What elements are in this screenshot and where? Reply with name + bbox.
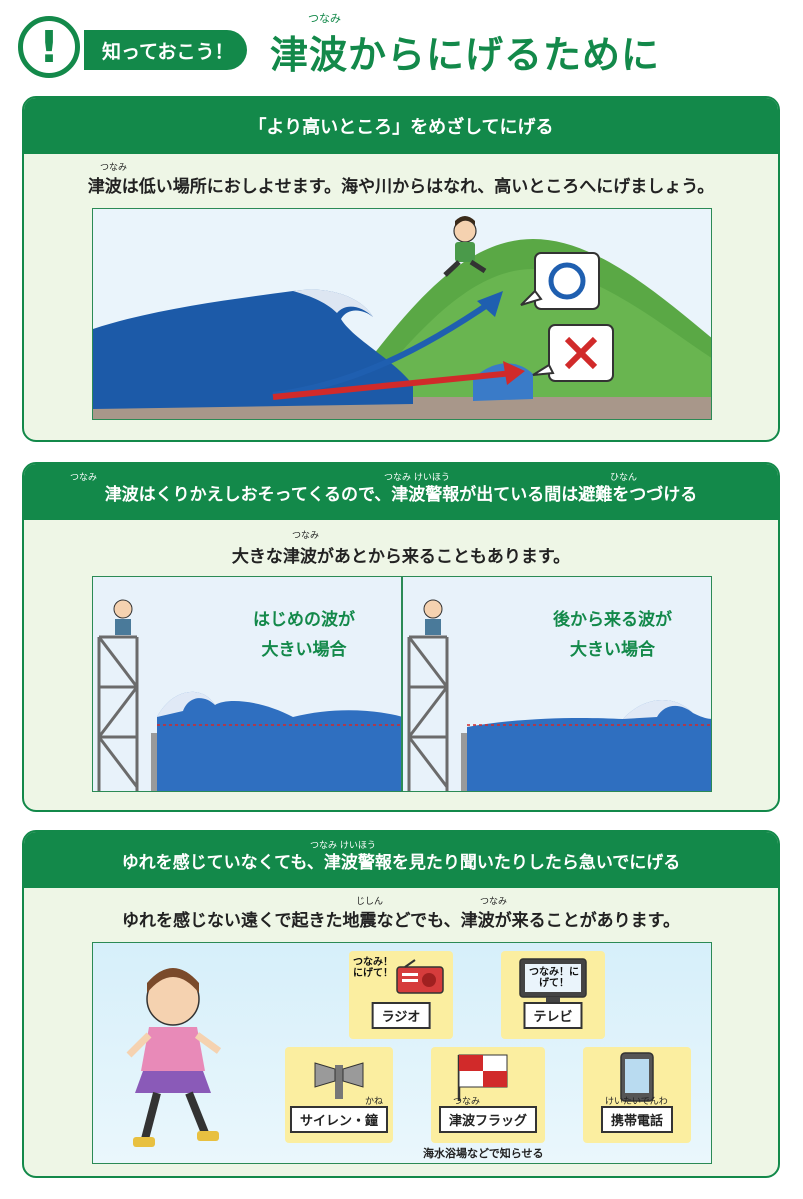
page-header: ! 知っておこう！ つなみ 津波からにげるために bbox=[14, 8, 794, 86]
wrong-mark-bubble bbox=[532, 324, 614, 382]
media-card-radio: つなみ！にげて！ ラジオ bbox=[349, 951, 453, 1039]
section3-heading: ゆれを感じていなくても、津波警報を見たり聞いたりしたら急いでにげる bbox=[24, 832, 778, 888]
media-card-phone: けいたいでんわ 携帯電話 bbox=[583, 1047, 691, 1143]
later-wave-large-illustration: 後から来る波が 大きい場合 bbox=[402, 576, 712, 792]
media-card-tv: つなみ！にげて！ テレビ bbox=[501, 951, 605, 1039]
section3-text-ruby-2: つなみ bbox=[480, 897, 508, 907]
large-first-wave bbox=[157, 691, 401, 791]
section3-text-ruby-1: じしん bbox=[356, 897, 384, 907]
running-boy-figure bbox=[443, 216, 487, 277]
know-badge: 知っておこう！ bbox=[84, 30, 248, 70]
flag-icon bbox=[457, 1054, 508, 1101]
tv-label: テレビ bbox=[523, 1002, 583, 1029]
section1-heading: 「より高いところ」をめざしてにげる bbox=[24, 98, 778, 154]
section3-heading-ruby: つなみ けいほう bbox=[310, 841, 376, 851]
section2-heading-ruby-1: つなみ bbox=[70, 473, 98, 483]
warning-sources-illustration: つなみ！にげて！ ラジオ つなみ！にげて！ テレビ bbox=[92, 942, 712, 1164]
section1-text: 津波は低い場所におしよせます。海や川からはなれ、高いところへにげましょう。 bbox=[87, 177, 715, 197]
phone-label: 携帯電話 bbox=[600, 1106, 674, 1133]
section2-heading: 津波はくりかえしおそってくるので、津波警報が出ている間は避難をつづける bbox=[24, 464, 778, 520]
section-evacuate-on-warning: ゆれを感じていなくても、津波警報を見たり聞いたりしたら急いでにげる つなみ けい… bbox=[22, 830, 780, 1178]
uphill-arrow bbox=[272, 298, 495, 398]
flag-ruby: つなみ bbox=[453, 1097, 481, 1107]
siren-label: サイレン・鐘 bbox=[289, 1106, 389, 1133]
exclamation-icon: ! bbox=[18, 16, 80, 78]
large-later-wave bbox=[467, 700, 711, 791]
person-on-tower bbox=[113, 599, 133, 619]
first-wave-line2: 大きい場合 bbox=[261, 640, 347, 660]
later-wave-line2: 大きい場合 bbox=[570, 640, 655, 660]
section1-text-ruby: つなみ bbox=[100, 163, 128, 173]
escape-uphill-illustration bbox=[92, 208, 712, 420]
radio-label: ラジオ bbox=[371, 1002, 431, 1029]
section3-text: ゆれを感じない遠くで起きた地震などでも、津波が来ることがあります。 bbox=[122, 911, 680, 931]
tsunami-wave bbox=[93, 289, 413, 409]
evacuation-tower bbox=[97, 635, 139, 791]
section2-text: 大きな津波があとから来ることもあります。 bbox=[231, 547, 571, 567]
page-title: 津波からにげるために bbox=[270, 33, 661, 77]
tv-bubble: つなみ！にげて！ bbox=[529, 967, 579, 989]
section2-text-ruby: つなみ bbox=[292, 531, 320, 541]
flag-label: 津波フラッグ bbox=[438, 1106, 538, 1133]
evacuation-tower bbox=[407, 635, 449, 791]
radio-bubble: つなみ！にげて！ bbox=[353, 957, 393, 979]
siren-ruby: かね bbox=[364, 1097, 383, 1107]
radio-icon bbox=[396, 959, 444, 994]
tv-icon bbox=[519, 958, 587, 1003]
section-keep-evacuating: 津波はくりかえしおそってくるので、津波警報が出ている間は避難をつづける つなみ … bbox=[22, 462, 780, 812]
siren-icon bbox=[314, 1062, 364, 1099]
later-wave-line1: 後から来る波が bbox=[553, 610, 672, 630]
section-higher-ground: 「より高いところ」をめざしてにげる つなみ 津波は低い場所におしよせます。海や川… bbox=[22, 96, 780, 442]
flag-note: 海水浴場などで知らせる bbox=[423, 1147, 544, 1160]
first-wave-large-illustration: はじめの波が 大きい場合 bbox=[92, 576, 402, 792]
flat-arrow bbox=[272, 370, 514, 400]
correct-mark-bubble bbox=[520, 252, 600, 310]
first-wave-line1: はじめの波が bbox=[253, 610, 355, 630]
phone-ruby: けいたいでんわ bbox=[605, 1097, 668, 1107]
media-card-siren: かね サイレン・鐘 bbox=[285, 1047, 393, 1143]
section2-heading-ruby-2: つなみ けいほう bbox=[384, 473, 450, 483]
person-on-tower bbox=[423, 599, 443, 619]
running-girl-figure bbox=[126, 968, 222, 1147]
media-card-flag: つなみ 津波フラッグ bbox=[431, 1047, 545, 1143]
section2-heading-ruby-3: ひなん bbox=[610, 473, 638, 483]
phone-icon bbox=[620, 1052, 654, 1102]
title-ruby: つなみ bbox=[308, 12, 341, 25]
